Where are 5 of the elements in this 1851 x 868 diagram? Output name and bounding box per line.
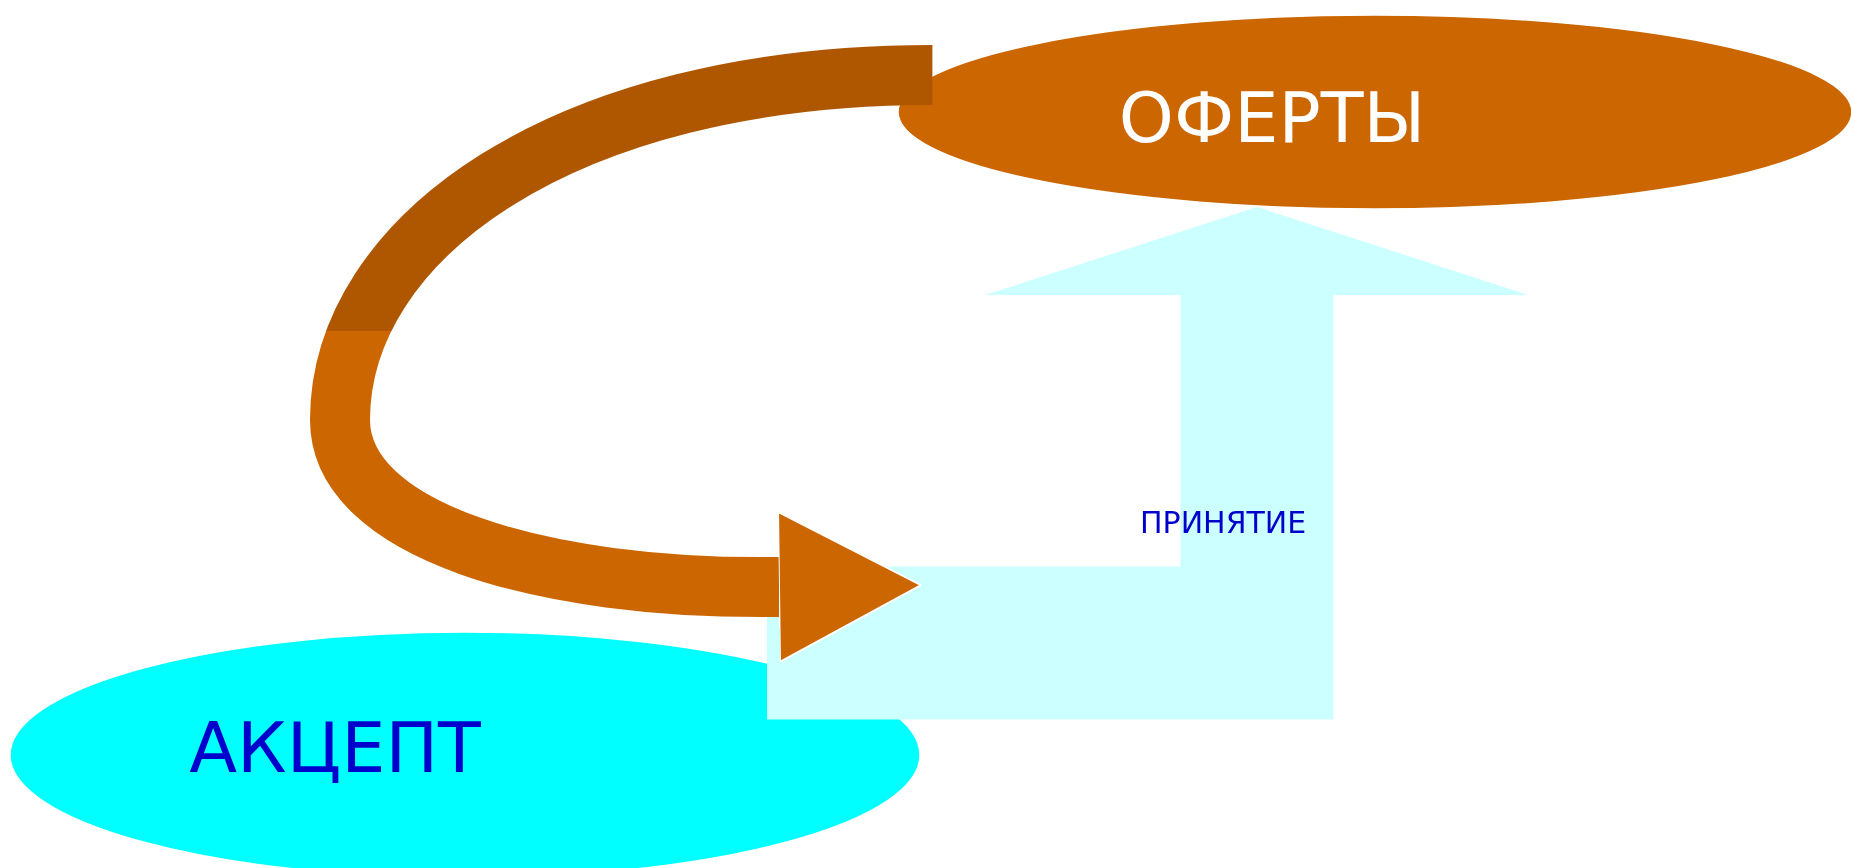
node-label: АКЦЕПТ — [189, 713, 481, 783]
bent-arrow — [767, 206, 1529, 720]
edge-label: ПРИНЯТИЕ — [1140, 508, 1307, 538]
node-label: ОФЕРТЫ — [1118, 83, 1426, 153]
curved-arrow — [310, 45, 934, 663]
